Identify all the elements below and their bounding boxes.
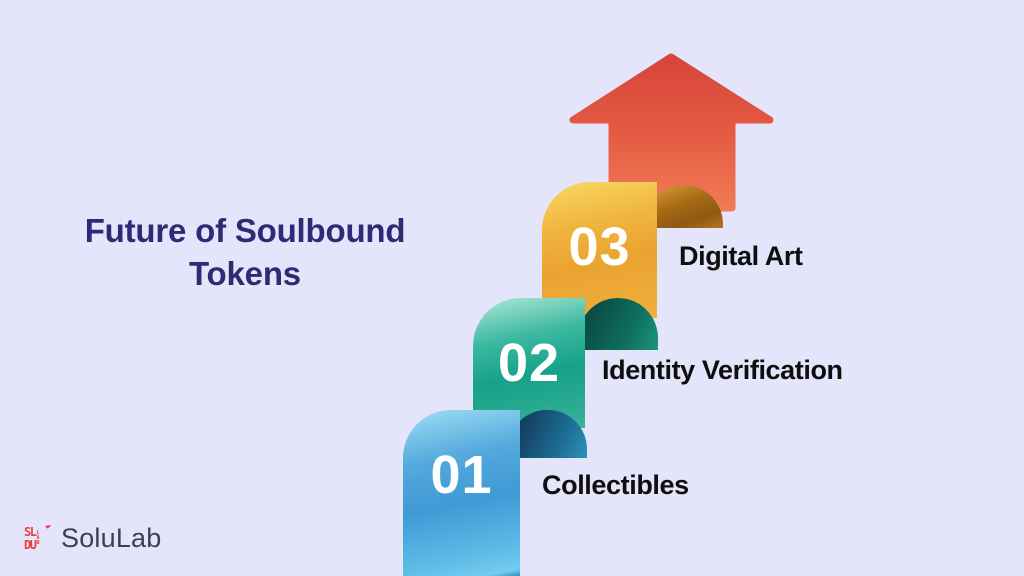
ribbon-face: 02 [473,298,585,428]
step-number: 02 [497,333,561,393]
page-title: Future of Soulbound Tokens [55,209,435,295]
logo-mark-line1: SL [24,524,37,539]
ribbon-face: 03 [542,182,657,318]
logo-mark-line2: DU [24,537,37,552]
page-title-line2: Tokens [189,255,301,292]
page-title-line1: Future of Soulbound [84,212,406,249]
step-number: 03 [568,217,631,277]
logo-mark-side-text: LAB [36,530,40,546]
solulab-logo: SL DU LAB SoluLab [24,522,162,554]
solulab-wordmark: SoluLab [61,523,162,553]
step-label: Digital Art [679,241,803,271]
logo-mark-letters: SL DU [24,524,37,552]
step-number: 01 [430,445,493,505]
solulab-logo-icon: SL DU LAB [24,522,54,554]
ribbon-face: 01 [403,410,520,576]
step-label: Collectibles [542,470,689,500]
step-label: Identity Verification [602,355,843,385]
logo-mark-arrow-icon [44,522,52,529]
growth-arrow-icon [569,53,774,212]
